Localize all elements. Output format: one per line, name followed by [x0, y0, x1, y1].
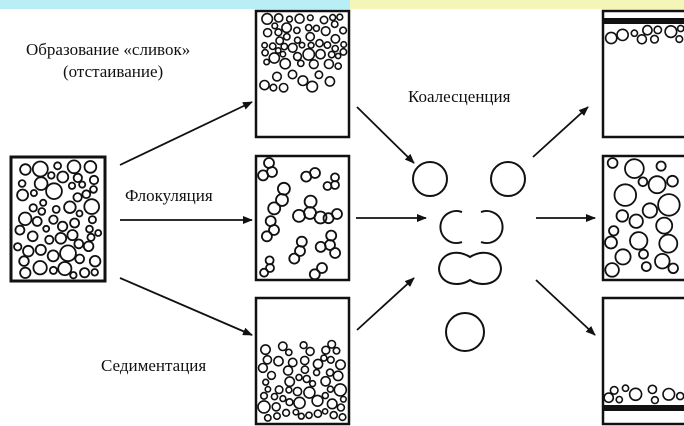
label-flocculation: Флокуляция — [125, 186, 213, 206]
separated-layer-top-box — [603, 11, 684, 137]
coalesced-droplets-box — [603, 156, 684, 280]
arrow-coalescence-to-top — [533, 107, 588, 157]
arrow-to-sedimentation — [120, 278, 252, 335]
separated-layer-bottom-box — [603, 298, 684, 424]
droplet-merging — [439, 253, 501, 284]
label-sedimentation: Седиментация — [101, 356, 206, 376]
initial-emulsion-box — [11, 157, 105, 281]
flocculation-result-box — [256, 156, 349, 280]
coalescence-sequence — [413, 162, 525, 351]
sedimentation-result-box — [256, 298, 349, 424]
label-creaming: Образование «сливок» — [26, 40, 190, 60]
droplet-contact-right — [481, 211, 503, 243]
droplet-contact-left — [440, 211, 462, 243]
arrow-to-creaming — [120, 102, 252, 165]
label-coalescence: Коалесценция — [408, 87, 510, 107]
droplet-approach-left — [413, 162, 447, 196]
droplet-merged — [446, 313, 484, 351]
arrow-sedimentation-to-coalescence — [357, 278, 414, 330]
droplet-approach-right — [491, 162, 525, 196]
process-arrows — [120, 102, 595, 335]
arrow-creaming-to-coalescence — [357, 107, 414, 163]
label-creaming-sub: (отстаивание) — [63, 62, 163, 82]
creaming-result-box — [256, 11, 349, 137]
arrow-coalescence-to-bottom — [536, 280, 595, 335]
